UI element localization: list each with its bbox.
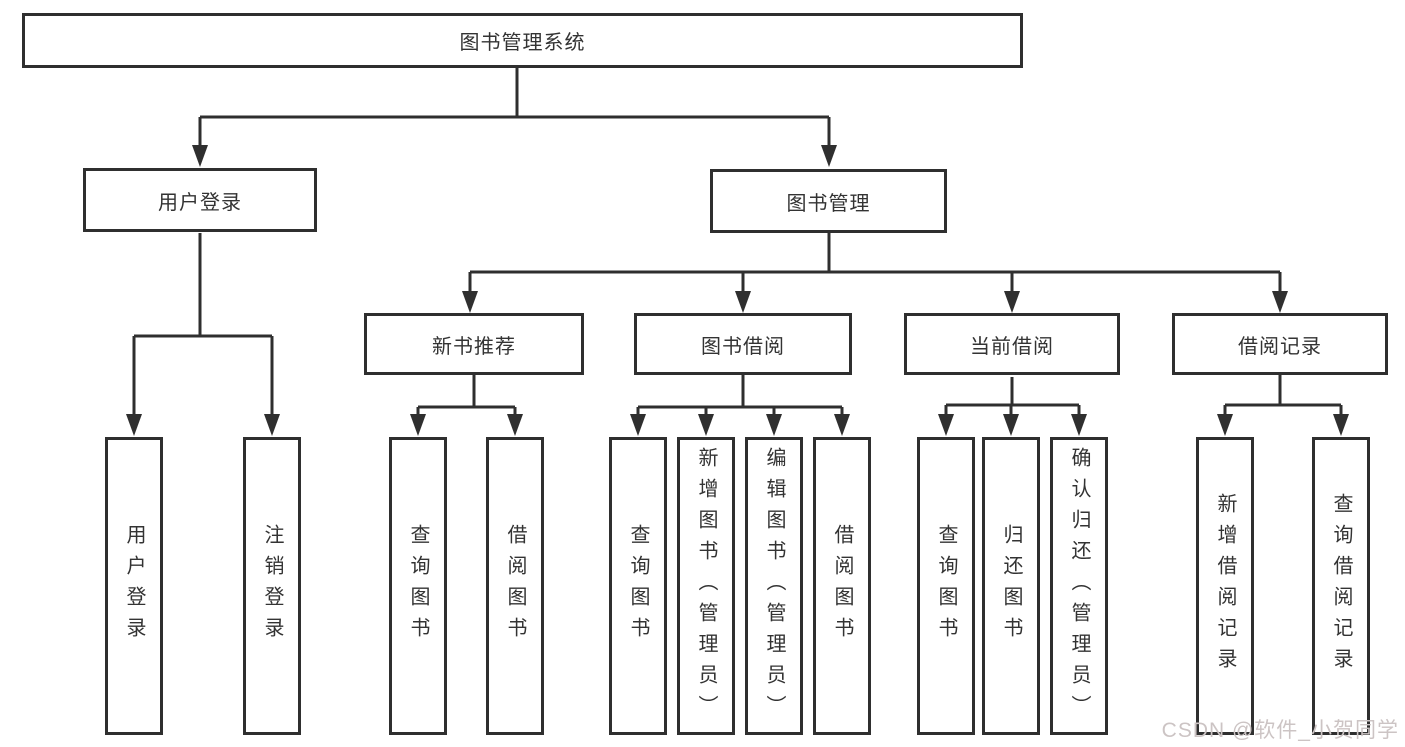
node-borrow-records-label: 借阅记录: [1238, 335, 1322, 358]
node-current-borrow: 当前借阅: [904, 313, 1120, 375]
node-new-book-recommend-label: 新书推荐: [432, 335, 516, 358]
leaf-query-book-recommend: 查询图书: [389, 437, 447, 735]
connector-borrow-records-children: [1225, 375, 1341, 407]
leaf-borrow-book: 借阅图书: [813, 437, 871, 735]
leaf-query-borrow-record: 查询借阅记录: [1312, 437, 1370, 735]
leaf-confirm-return-admin-label: 确认归还（管理员）: [1068, 446, 1090, 726]
node-book-borrow-label: 图书借阅: [701, 335, 785, 358]
leaf-query-book-recommend-label: 查询图书: [407, 524, 429, 648]
leaf-logout-label: 注销登录: [261, 524, 283, 648]
leaf-confirm-return-admin: 确认归还（管理员）: [1050, 437, 1108, 735]
leaf-add-borrow-record: 新增借阅记录: [1196, 437, 1254, 735]
leaf-borrow-book-recommend-label: 借阅图书: [504, 524, 526, 648]
leaf-edit-book-admin-label: 编辑图书（管理员）: [763, 446, 785, 726]
connector-root-level2: [200, 68, 829, 119]
node-new-book-recommend: 新书推荐: [364, 313, 584, 375]
leaf-return-book-label: 归还图书: [1000, 524, 1022, 648]
leaf-user-login: 用户登录: [105, 437, 163, 735]
connector-book-borrow-children: [638, 375, 842, 409]
node-book-management: 图书管理: [710, 169, 947, 233]
leaf-query-borrow-record-label: 查询借阅记录: [1330, 493, 1352, 679]
connector-book-management-children: [470, 233, 1280, 274]
leaf-return-book: 归还图书: [982, 437, 1040, 735]
csdn-watermark: CSDN @软件_小贺同学: [1161, 719, 1399, 742]
node-book-borrow: 图书借阅: [634, 313, 852, 375]
leaf-add-book-admin-label: 新增图书（管理员）: [695, 446, 717, 726]
leaf-query-book-borrow-label: 查询图书: [627, 524, 649, 648]
connector-user-login-children: [134, 233, 272, 338]
connector-new-book-children: [418, 375, 515, 409]
node-root-label: 图书管理系统: [459, 32, 586, 54]
leaf-borrow-book-label: 借阅图书: [831, 524, 853, 648]
leaf-add-borrow-record-label: 新增借阅记录: [1214, 493, 1236, 679]
leaf-borrow-book-recommend: 借阅图书: [486, 437, 544, 735]
leaf-logout: 注销登录: [243, 437, 301, 735]
node-root-system: 图书管理系统: [22, 13, 1023, 68]
leaf-query-book-borrow: 查询图书: [609, 437, 667, 735]
node-book-management-label: 图书管理: [786, 192, 871, 215]
leaf-add-book-admin: 新增图书（管理员）: [677, 437, 735, 735]
leaf-query-book-current-label: 查询图书: [935, 524, 957, 648]
node-current-borrow-label: 当前借阅: [970, 335, 1054, 358]
connector-current-borrow-children: [946, 377, 1079, 407]
node-user-login: 用户登录: [83, 168, 317, 232]
leaf-edit-book-admin: 编辑图书（管理员）: [745, 437, 803, 735]
node-user-login-label: 用户登录: [158, 191, 242, 214]
node-borrow-records: 借阅记录: [1172, 313, 1388, 375]
leaf-user-login-label: 用户登录: [123, 524, 145, 648]
leaf-query-book-current: 查询图书: [917, 437, 975, 735]
